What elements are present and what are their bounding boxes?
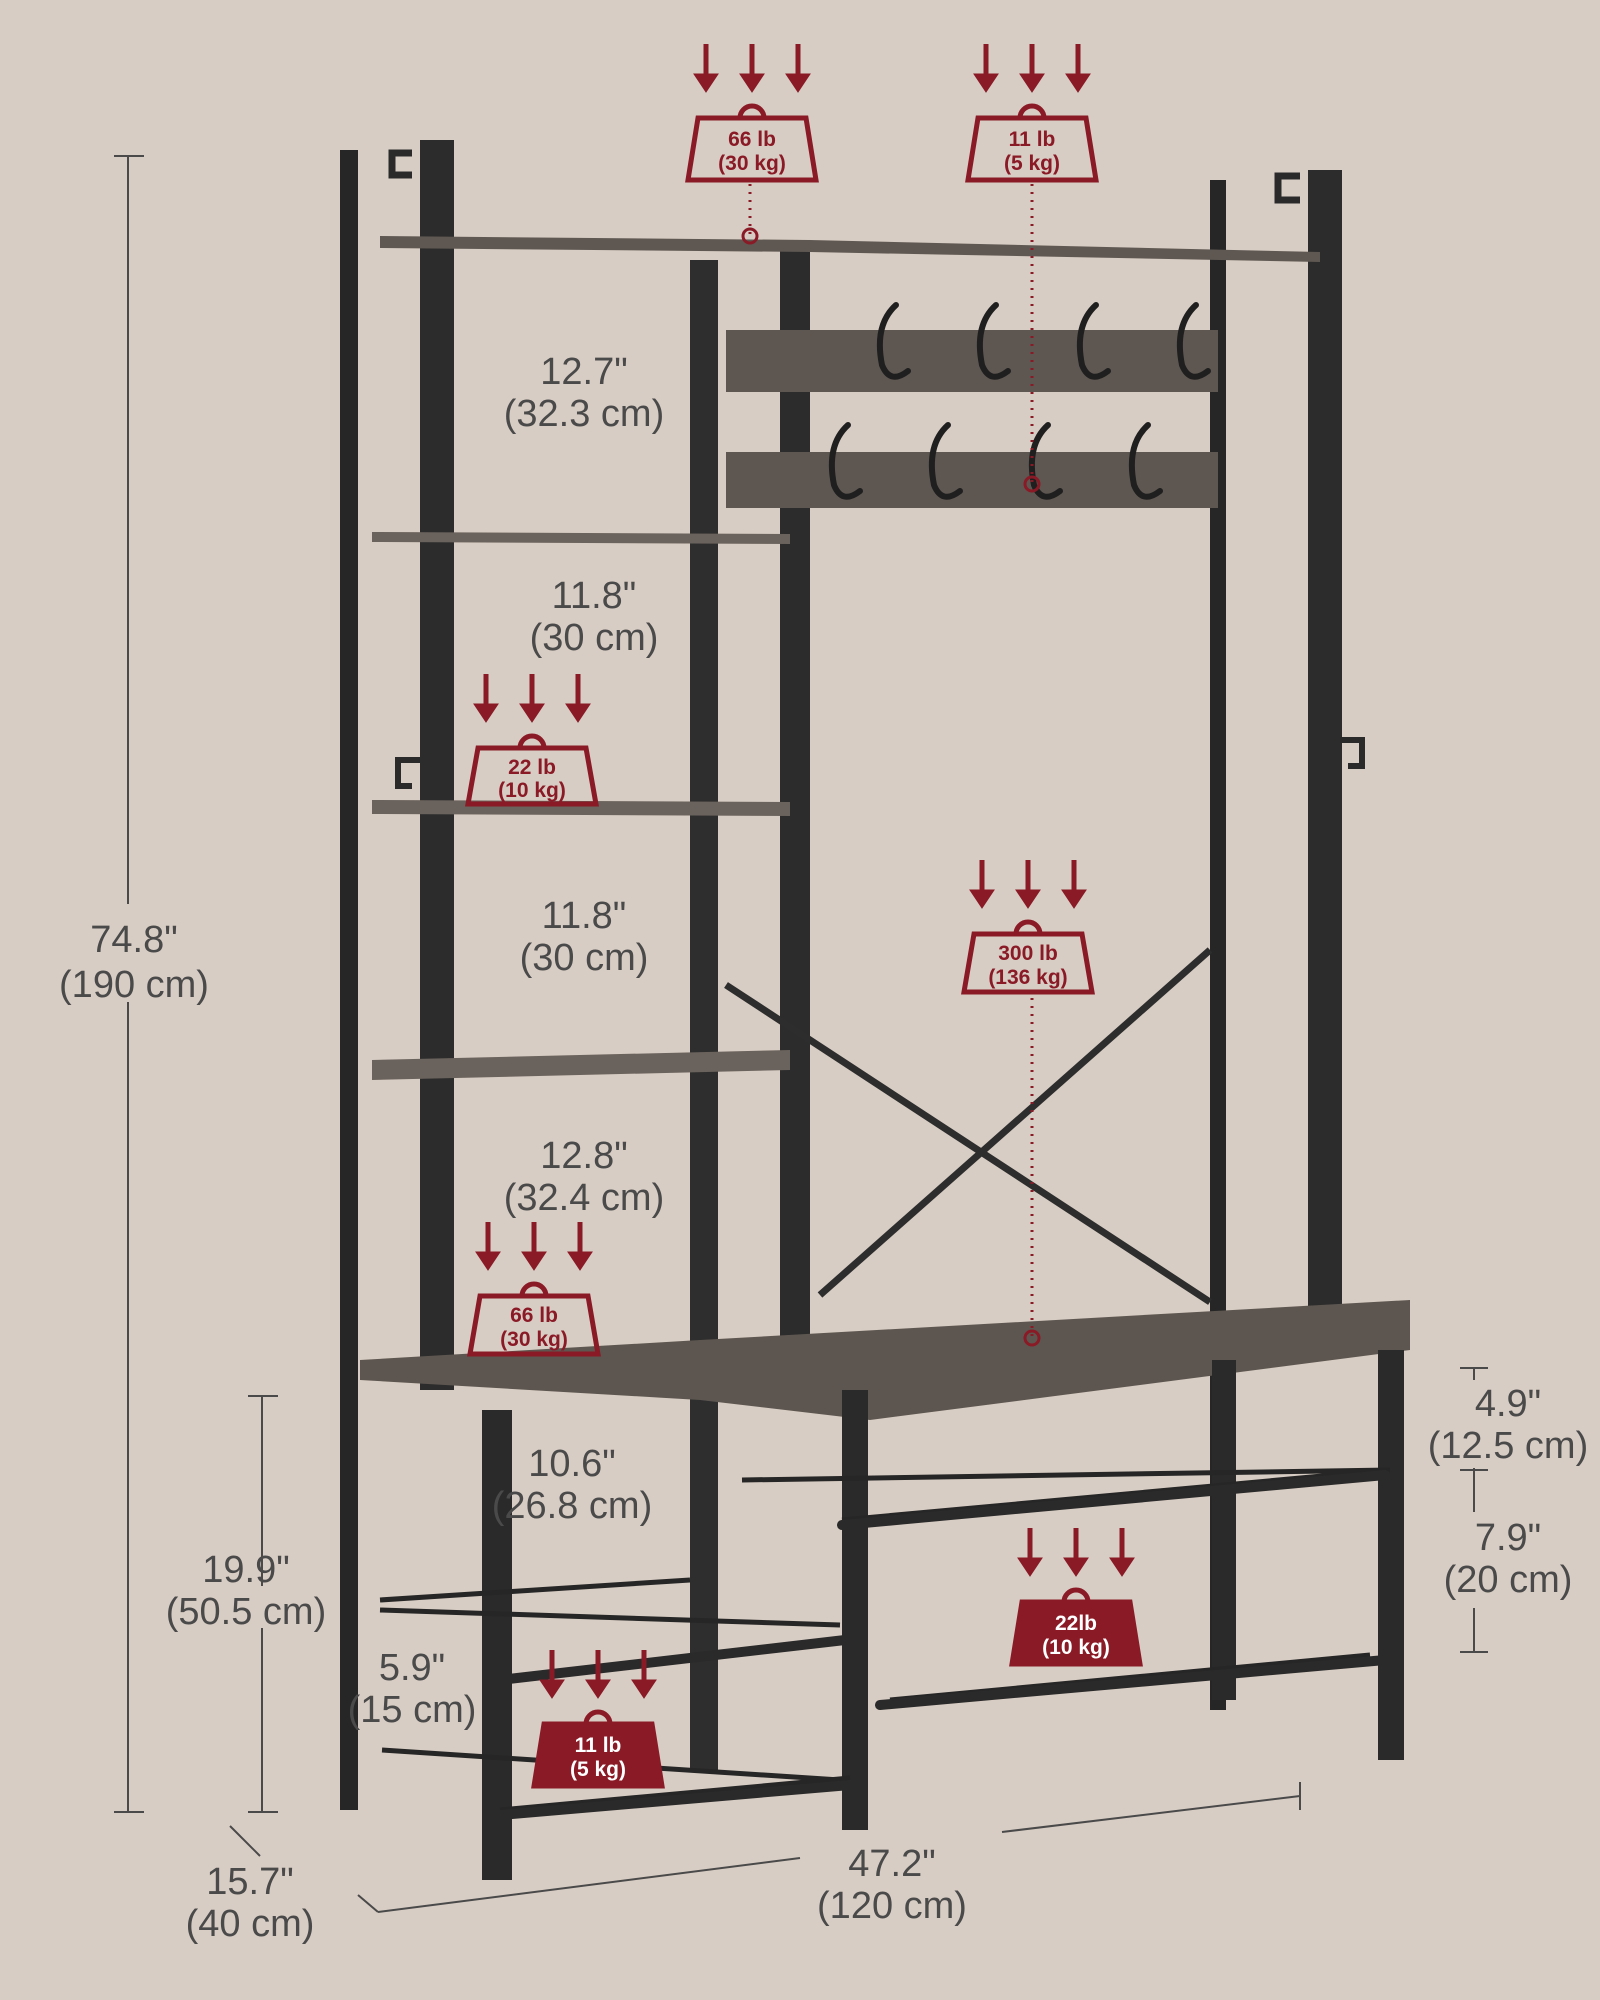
weight-badge-right-shoe-rack: 22lb (10 kg) [1009, 1528, 1143, 1667]
hall-tree-illustration [340, 140, 1410, 1880]
bench-to-rack-cm: (12.5 cm) [1428, 1425, 1588, 1467]
down-arrow-icon [475, 1222, 593, 1271]
down-arrow-icon [1017, 1528, 1135, 1577]
weight-kg: (30 kg) [500, 1328, 568, 1351]
down-arrow-icon [539, 1650, 657, 1699]
gap-3-cm: (30 cm) [520, 937, 649, 979]
weight-badge-bench: 300 lb (136 kg) [961, 860, 1095, 995]
weight-lb: 11 lb [575, 1734, 622, 1757]
weight-badge-left-shoe-rack: 11 lb (5 kg) [531, 1650, 665, 1789]
weight-lb: 11 lb [1009, 128, 1056, 151]
total-height-in: 74.8" [90, 919, 177, 961]
depth-cm: (40 cm) [186, 1903, 315, 1945]
shoe-gap-left-in: 5.9" [379, 1647, 445, 1689]
down-arrow-icon [473, 674, 591, 723]
bench-height-in: 19.9" [202, 1549, 289, 1591]
weight-badge-top-shelf: 66 lb (30 kg) [685, 44, 819, 183]
weight-icon [685, 103, 819, 183]
gap-4-cm: (32.4 cm) [504, 1177, 664, 1219]
down-arrow-icon [969, 860, 1087, 909]
weight-kg: (5 kg) [1004, 152, 1060, 175]
weight-icon [531, 1709, 665, 1789]
width-in: 47.2" [848, 1843, 935, 1885]
weight-lb: 300 lb [998, 942, 1058, 965]
under-bench-cm: (26.8 cm) [492, 1485, 652, 1527]
gap-2-in: 11.8" [552, 575, 637, 617]
total-height-cm: (190 cm) [59, 964, 209, 1006]
gap-top-in: 12.7" [540, 351, 627, 393]
shoe-gap-left-cm: (15 cm) [348, 1689, 477, 1731]
weight-icon [965, 103, 1099, 183]
weight-icon [1009, 1587, 1143, 1667]
weight-icon [467, 1281, 601, 1357]
weight-badge-bench-left: 66 lb (30 kg) [467, 1222, 601, 1357]
depth-in: 15.7" [206, 1861, 293, 1903]
dimension-lines [114, 155, 1488, 1913]
gap-2-cm: (30 cm) [530, 617, 659, 659]
weight-guide-lines [748, 184, 1034, 1338]
weight-lb: 66 lb [728, 128, 776, 151]
bench-to-rack-in: 4.9" [1475, 1383, 1541, 1425]
weight-icon [961, 919, 1095, 995]
weight-kg: (30 kg) [718, 152, 786, 175]
width-cm: (120 cm) [817, 1885, 967, 1927]
weight-icon [465, 733, 599, 807]
weight-badge-middle-shelf: 22 lb (10 kg) [465, 674, 599, 807]
under-bench-in: 10.6" [528, 1443, 615, 1485]
weight-lb: 22lb [1055, 1612, 1097, 1635]
weight-kg: (10 kg) [1042, 1636, 1110, 1659]
dimension-labels: 74.8" (190 cm) 19.9" (50.5 cm) 12.7" (32… [59, 351, 1588, 1945]
weight-kg: (5 kg) [570, 1758, 626, 1781]
weight-lb: 66 lb [510, 1304, 558, 1327]
weight-lb: 22 lb [508, 756, 556, 779]
rack-gap-right-cm: (20 cm) [1444, 1559, 1573, 1601]
weight-badge-hooks: 11 lb (5 kg) [965, 44, 1099, 183]
down-arrow-icon [693, 44, 811, 93]
bench-height-cm: (50.5 cm) [166, 1591, 326, 1633]
down-arrow-icon [973, 44, 1091, 93]
weight-kg: (10 kg) [498, 779, 566, 802]
weight-kg: (136 kg) [988, 966, 1067, 989]
gap-top-cm: (32.3 cm) [504, 393, 664, 435]
gap-3-in: 11.8" [542, 895, 627, 937]
rack-gap-right-in: 7.9" [1475, 1517, 1541, 1559]
gap-4-in: 12.8" [540, 1135, 627, 1177]
